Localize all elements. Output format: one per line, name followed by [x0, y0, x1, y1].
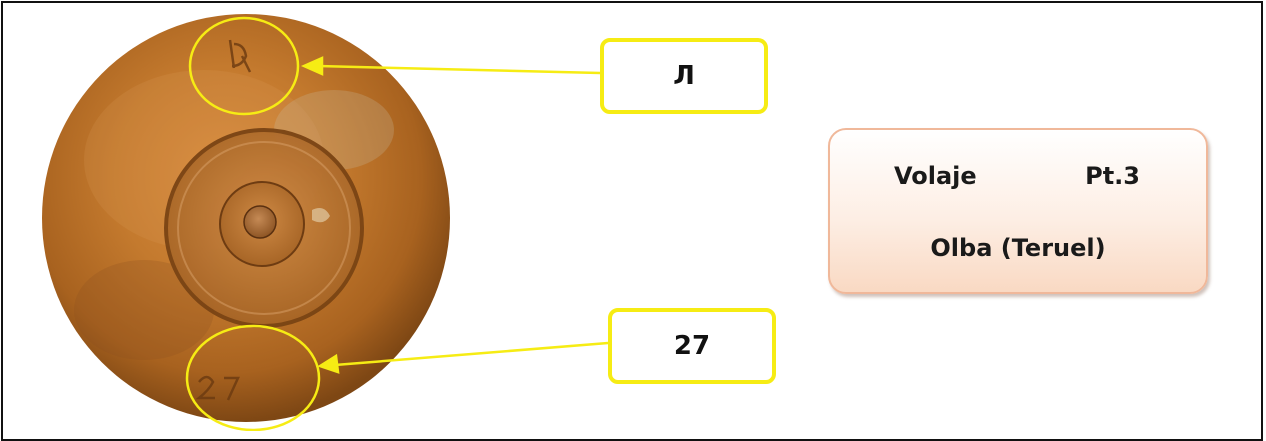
coin-illustration	[42, 14, 450, 422]
info-card-part: Pt.3	[1085, 162, 1140, 190]
info-card-place: Olba (Teruel)	[930, 234, 1106, 262]
mark-label-bottom: 27	[608, 308, 776, 384]
info-card-name: Volaje	[894, 162, 977, 190]
mark-label-top-text: Л	[673, 61, 695, 91]
mark-label-bottom-text: 27	[673, 331, 711, 361]
info-card: Volaje Pt.3 Olba (Teruel)	[828, 128, 1208, 294]
mark-label-top: Л	[600, 38, 768, 114]
info-card-title-row: Volaje Pt.3	[830, 162, 1206, 194]
coin-center-knob	[243, 205, 277, 239]
coin-photo	[34, 10, 454, 430]
